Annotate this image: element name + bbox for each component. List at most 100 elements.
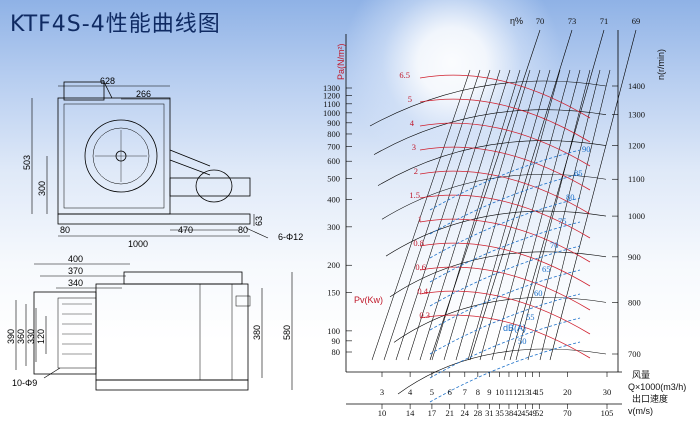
eff-line-70: [429, 29, 541, 361]
eff-tick-71: 71: [600, 16, 609, 26]
v-tick-17: 17: [428, 408, 437, 418]
eff-line-73: [469, 29, 573, 361]
side-view-dimensions: 628 266 503 300 80 470 80 1000 63 6-Φ12: [22, 76, 303, 249]
eff-tick-70: 70: [536, 16, 545, 26]
resistance-line: [431, 69, 521, 361]
body-outline: [95, 283, 249, 381]
power-curve-6.5: [419, 74, 591, 119]
power-curve-4: [419, 122, 591, 167]
power-tick-5: 5: [408, 94, 412, 104]
rpm-tick-1300: 1300: [628, 110, 645, 120]
left-axis-label: Pa(N/m²): [336, 44, 346, 81]
noise-tick-65: 65: [542, 264, 551, 274]
y-tick-600: 600: [327, 156, 340, 166]
noise-curve-90: [429, 149, 581, 211]
rpm-tick-1400: 1400: [628, 81, 645, 91]
power-tick-0.3: 0.3: [419, 310, 430, 320]
q-tick-8: 8: [476, 387, 480, 397]
rpm-curve: [373, 109, 607, 155]
noise-curve-50: [429, 341, 581, 403]
power-label: Pv(Kw): [354, 295, 383, 305]
dim-380: 380: [252, 325, 262, 340]
noise-tick-70: 70: [550, 240, 559, 250]
power-tick-0.4: 0.4: [417, 286, 428, 296]
bolt-spec-bottom: 10-Φ9: [12, 378, 37, 388]
dim-390: 390: [6, 329, 16, 344]
top-rail: [123, 271, 243, 285]
inlet-grille: [57, 297, 97, 369]
power-curve-0.3: [419, 314, 591, 359]
dim-370: 370: [68, 266, 83, 276]
x-label-v: v(m/s): [628, 406, 653, 416]
y-tick-1000: 1000: [323, 108, 340, 118]
q-tick-14: 14: [528, 387, 537, 397]
resistance-line: [371, 69, 471, 361]
rpm-curve: [369, 80, 607, 127]
power-tick-1.5: 1.5: [409, 190, 420, 200]
power-curve-2: [419, 170, 591, 215]
v-tick-35: 35: [495, 408, 504, 418]
dim-400: 400: [68, 254, 83, 264]
q-tick-3: 3: [380, 387, 384, 397]
v-tick-14: 14: [406, 408, 415, 418]
right-axis-label: n(r/min): [656, 49, 666, 80]
power-curve-3: [419, 146, 591, 191]
rpm-tick-1200: 1200: [628, 141, 645, 151]
rpm-tick-700: 700: [628, 349, 641, 359]
dim-266: 266: [136, 89, 151, 99]
v-tick-70: 70: [563, 408, 572, 418]
dim-80-left: 80: [60, 225, 70, 235]
y-tick-200: 200: [327, 260, 340, 270]
power-tick-3: 3: [412, 142, 416, 152]
dim-340: 340: [68, 278, 83, 288]
chart-ticks: 1300120011001000900800700600500400300200…: [323, 16, 645, 418]
resistance-line: [455, 69, 541, 361]
noise-tick-50: 50: [518, 336, 527, 346]
rpm-curve: [393, 297, 607, 343]
noise-tick-75: 75: [558, 216, 567, 226]
y-tick-1200: 1200: [323, 91, 340, 101]
housing-inner: [63, 103, 165, 209]
q-tick-20: 20: [563, 387, 572, 397]
power-tick-2: 2: [414, 166, 418, 176]
noise-curve-80: [429, 197, 581, 259]
resistance-line: [539, 69, 611, 361]
power-tick-1: 1: [418, 214, 422, 224]
resistance-line: [407, 69, 501, 361]
resistance-line: [443, 69, 531, 361]
y-tick-700: 700: [327, 142, 340, 152]
v-tick-38: 38: [505, 408, 514, 418]
x-label-v-cn: 出口速度: [632, 393, 668, 404]
page-title: KTF4S-4性能曲线图: [10, 12, 221, 37]
rpm-tick-800: 800: [628, 297, 641, 307]
rpm-tick-1000: 1000: [628, 211, 645, 221]
eff-tick-69: 69: [632, 16, 641, 26]
resistance-line: [383, 69, 481, 361]
dim-360: 360: [16, 329, 26, 344]
dim-63: 63: [254, 216, 264, 226]
chart-curves: 6.554321.510.80.60.40.390858075706560555…: [399, 70, 591, 403]
noise-curve-65: [429, 269, 581, 331]
rpm-curve: [377, 140, 607, 186]
side-view-drawing: [31, 81, 269, 239]
q-tick-30: 30: [603, 387, 612, 397]
power-curve-0.8: [419, 242, 591, 287]
power-tick-0.8: 0.8: [413, 238, 424, 248]
bottom-base: [95, 379, 249, 391]
y-tick-1100: 1100: [323, 99, 340, 109]
outlet-duct: [63, 81, 105, 101]
noise-curve-60: [429, 293, 581, 355]
power-curve-5: [419, 98, 591, 143]
dim-300: 300: [37, 181, 47, 196]
power-tick-6.5: 6.5: [399, 70, 410, 80]
y-tick-90: 90: [332, 336, 341, 346]
q-tick-4: 4: [408, 387, 413, 397]
v-tick-28: 28: [474, 408, 483, 418]
q-tick-10: 10: [495, 387, 504, 397]
impeller-inner-circle: [92, 127, 150, 185]
resistance-line: [467, 69, 551, 361]
resistance-line: [395, 69, 491, 361]
q-tick-5: 5: [430, 387, 434, 397]
dim-1000: 1000: [128, 239, 148, 249]
noise-tick-60: 60: [534, 288, 543, 298]
